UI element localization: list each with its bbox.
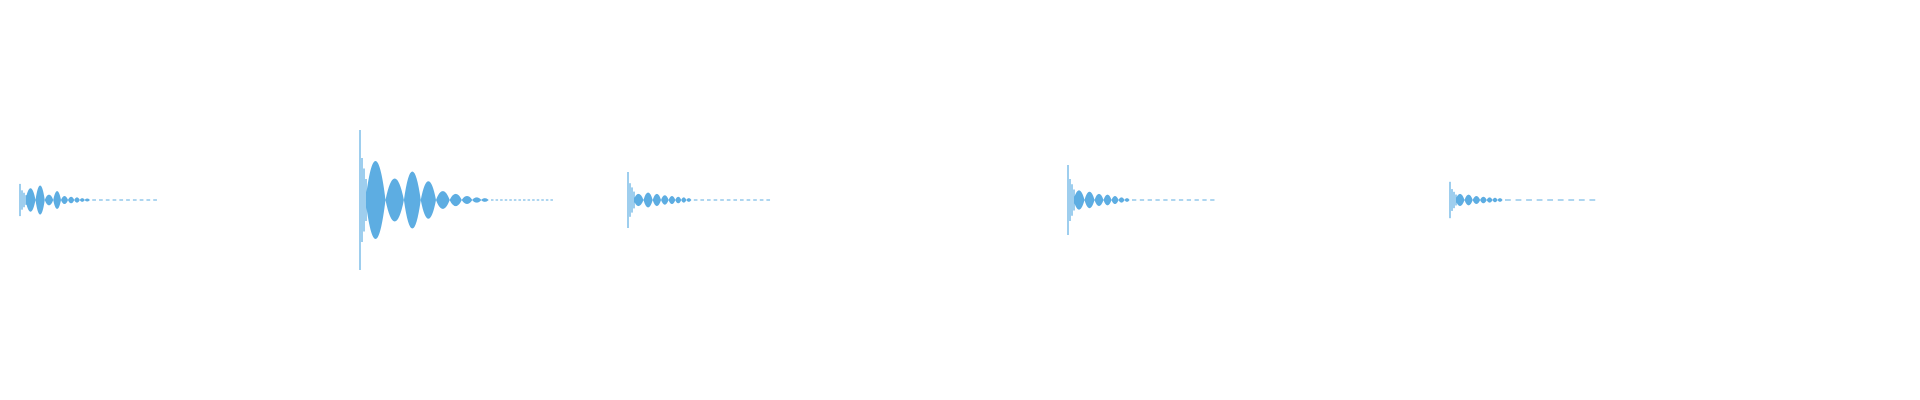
waveform-lobe xyxy=(84,198,90,202)
waveform-lobe xyxy=(686,198,692,202)
waveform-lobe xyxy=(643,192,653,208)
waveform-lobe xyxy=(1124,198,1130,202)
waveform-lobe xyxy=(1103,194,1112,206)
waveform-lobe xyxy=(1486,197,1493,203)
waveform-clip-hit-4 xyxy=(1067,165,1215,235)
waveform-lobe xyxy=(1480,196,1487,204)
waveform-lobe xyxy=(668,196,676,204)
waveform-lobe xyxy=(68,196,75,204)
waveform-lobe xyxy=(25,188,36,212)
waveform-lobe xyxy=(61,196,68,204)
waveform-lobe xyxy=(675,196,682,204)
waveform-lobe xyxy=(35,185,45,215)
waveform-lobe xyxy=(53,191,61,209)
waveform-lobe xyxy=(365,161,386,239)
waveform-lobe xyxy=(420,181,436,219)
waveform-lobe xyxy=(472,197,482,203)
waveform-lobe xyxy=(403,171,421,229)
waveform-lobe xyxy=(461,196,473,204)
waveform-lobe xyxy=(449,193,462,207)
waveform-lobe xyxy=(385,178,404,222)
waveform-lobe xyxy=(1455,193,1465,207)
waveform-lobe xyxy=(1111,196,1119,204)
waveform-lobe xyxy=(436,191,450,209)
waveform-clip-hit-3 xyxy=(627,172,771,228)
waveform-track xyxy=(19,130,1596,270)
waveform-lobe xyxy=(633,193,644,207)
waveform-lobe xyxy=(652,193,662,207)
waveform-lobe xyxy=(1094,193,1104,207)
waveform-lobe xyxy=(1464,194,1473,206)
waveform-lobe xyxy=(1497,198,1503,202)
waveform-lobe xyxy=(44,194,54,206)
waveform-lobe xyxy=(79,198,85,202)
waveform-clip-hit-2 xyxy=(359,130,553,270)
waveform-clip-hit-1 xyxy=(19,183,157,217)
waveform-lobe xyxy=(74,197,80,203)
waveform-lobe xyxy=(1492,197,1498,203)
waveform-lobe xyxy=(661,195,669,205)
waveform-lobe xyxy=(1084,191,1095,209)
waveform-lobe xyxy=(1118,197,1125,203)
waveform-lobe xyxy=(681,197,687,203)
waveform-lobe xyxy=(1073,190,1085,210)
waveform-lobe xyxy=(1472,196,1481,204)
waveform-lobe xyxy=(481,198,489,202)
waveform-clip-hit-5 xyxy=(1449,181,1596,219)
